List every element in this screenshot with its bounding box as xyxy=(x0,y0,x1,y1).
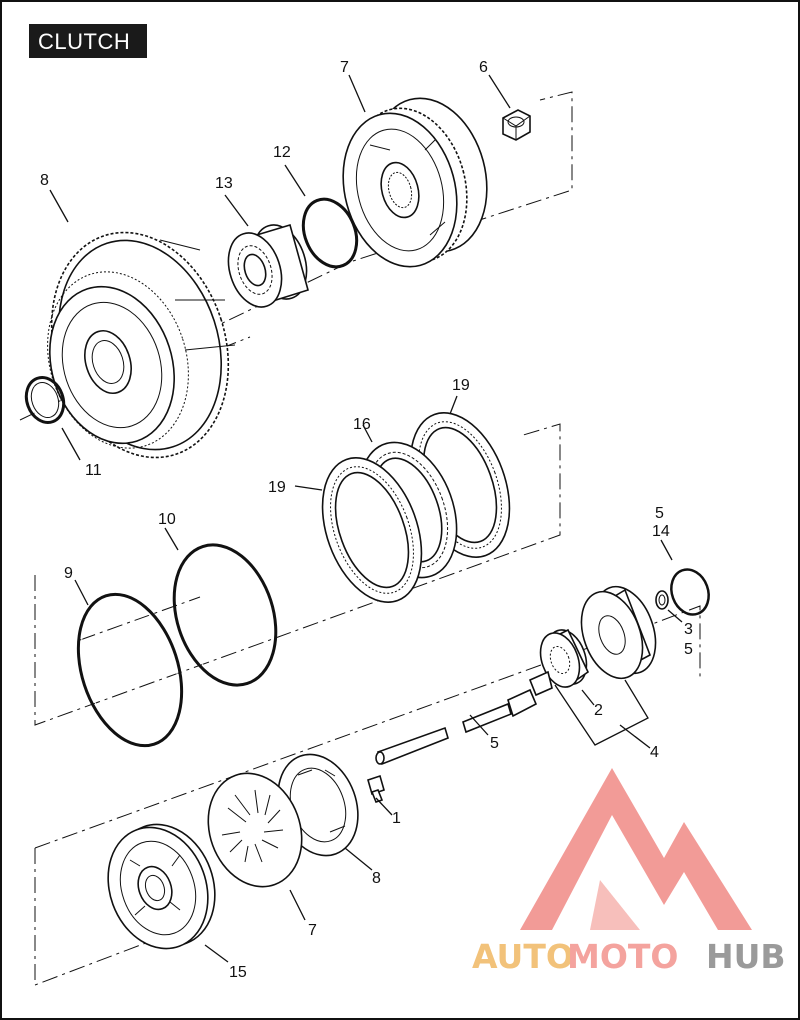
callout-8: 8 xyxy=(40,172,49,189)
callout-19-left: 19 xyxy=(268,479,286,496)
watermark-text: AUTO MOTO HUB xyxy=(472,937,786,976)
watermark-auto: AUTO xyxy=(472,937,574,976)
callout-16: 14 xyxy=(652,523,670,540)
callout-18: 16 xyxy=(353,416,371,433)
callout-5-right: 5 xyxy=(684,641,693,658)
part-5-push-rod xyxy=(375,670,553,766)
part-16-retaining-ring xyxy=(670,568,710,616)
callout-6: 6 xyxy=(479,59,488,76)
part-15-bearing xyxy=(227,223,309,308)
callout-10: 8 xyxy=(372,870,381,887)
callout-3: 3 xyxy=(684,621,693,638)
callout-1: 1 xyxy=(392,810,401,827)
part-4-release-bearing-assembly xyxy=(539,585,657,688)
watermark-moto: MOTO xyxy=(567,937,678,976)
part-11-ring xyxy=(76,592,184,748)
callout-labels: 7 6 8 12 13 11 19 16 19 10 9 5 14 3 5 2 … xyxy=(40,59,693,981)
part-8-clutch-shell xyxy=(47,231,236,459)
part-17-pressure-plate xyxy=(107,823,216,950)
part-3-washer xyxy=(655,590,669,610)
page-title: CLUTCH xyxy=(38,29,131,54)
callout-11: 9 xyxy=(64,565,73,582)
part-19-friction-plate-left xyxy=(321,457,423,603)
title-box xyxy=(29,24,147,58)
callout-5-top: 5 xyxy=(655,505,664,522)
callout-19-top: 19 xyxy=(452,377,470,394)
callout-12: 10 xyxy=(158,511,176,528)
part-6-nut xyxy=(502,109,531,141)
callout-9: 7 xyxy=(308,922,317,939)
callout-5-rod: 5 xyxy=(490,735,499,752)
callout-4: 4 xyxy=(650,744,659,761)
callout-2: 2 xyxy=(594,702,603,719)
callout-17: 15 xyxy=(229,964,247,981)
callout-14: 12 xyxy=(273,144,291,161)
part-7-clutch-hub xyxy=(342,97,488,268)
part-12-ring xyxy=(172,543,278,687)
callout-15: 13 xyxy=(215,175,233,192)
watermark-logo xyxy=(520,768,752,930)
part-9-diaphragm-spring xyxy=(207,772,303,888)
callout-13: 11 xyxy=(85,462,102,479)
part-1-screw xyxy=(367,774,385,803)
callout-7: 7 xyxy=(340,59,349,76)
leader-lines xyxy=(49,74,683,963)
part-13-retaining-ring xyxy=(24,376,66,424)
watermark-hub: HUB xyxy=(706,937,786,976)
